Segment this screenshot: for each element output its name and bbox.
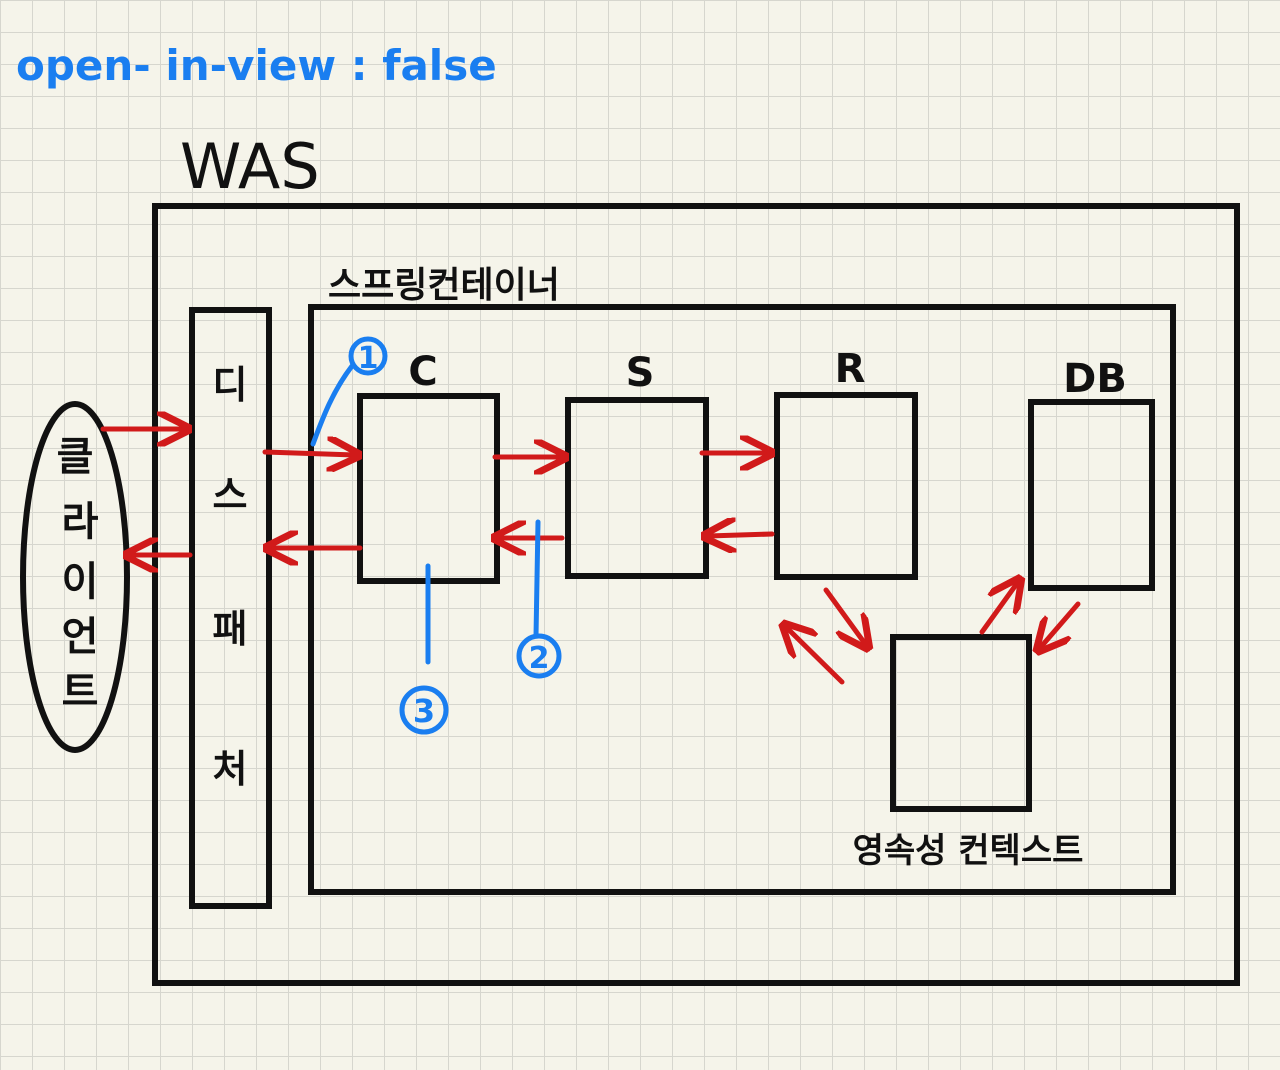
repository-to-context-arrow — [823, 587, 866, 645]
client-char-5: 트 — [62, 669, 99, 715]
db-box — [1028, 399, 1155, 591]
client-char-3: 이 — [62, 559, 99, 605]
dispatcher-to-controller-arrow — [262, 452, 355, 455]
spring-container-label: 스프링컨테이너 — [328, 265, 560, 306]
client-ellipse — [20, 401, 130, 753]
marker-2-leader — [533, 519, 541, 639]
was-label: WAS — [180, 130, 320, 203]
dispatcher-char-2: 스 — [213, 473, 248, 517]
marker-1-leader — [310, 363, 355, 447]
context-to-repository-arrow — [786, 627, 845, 685]
persistence-context-box — [890, 634, 1032, 812]
repository-label: R — [835, 346, 866, 392]
context-to-db-arrow — [979, 582, 1018, 635]
client-char-1: 클 — [57, 434, 94, 480]
marker-1-circle — [348, 336, 388, 376]
marker-3-circle — [399, 685, 449, 735]
spring-container-box — [308, 304, 1176, 895]
client-char-2: 라 — [62, 499, 99, 545]
repository-to-service-arrow — [708, 534, 775, 536]
client-char-4: 언 — [62, 614, 99, 660]
dispatcher-char-1: 디 — [213, 363, 248, 407]
marker-3-number: 3 — [413, 692, 435, 730]
dispatcher-box — [189, 307, 272, 909]
persistence-context-label: 영속성 컨텍스트 — [853, 831, 1084, 871]
controller-box — [357, 393, 500, 584]
service-label: S — [626, 350, 655, 396]
dispatcher-char-3: 패 — [213, 607, 248, 651]
marker-2-circle — [516, 633, 562, 679]
service-box — [565, 397, 709, 579]
marker-1-number: 1 — [358, 341, 379, 376]
controller-label: C — [408, 349, 437, 395]
marker-2-number: 2 — [529, 641, 550, 676]
repository-box — [774, 392, 918, 580]
dispatcher-char-4: 처 — [213, 747, 248, 791]
was-box — [152, 203, 1240, 986]
db-label: DB — [1063, 356, 1127, 402]
config-note: open- in-view : false — [16, 41, 497, 90]
db-to-context-arrow — [1040, 601, 1081, 648]
